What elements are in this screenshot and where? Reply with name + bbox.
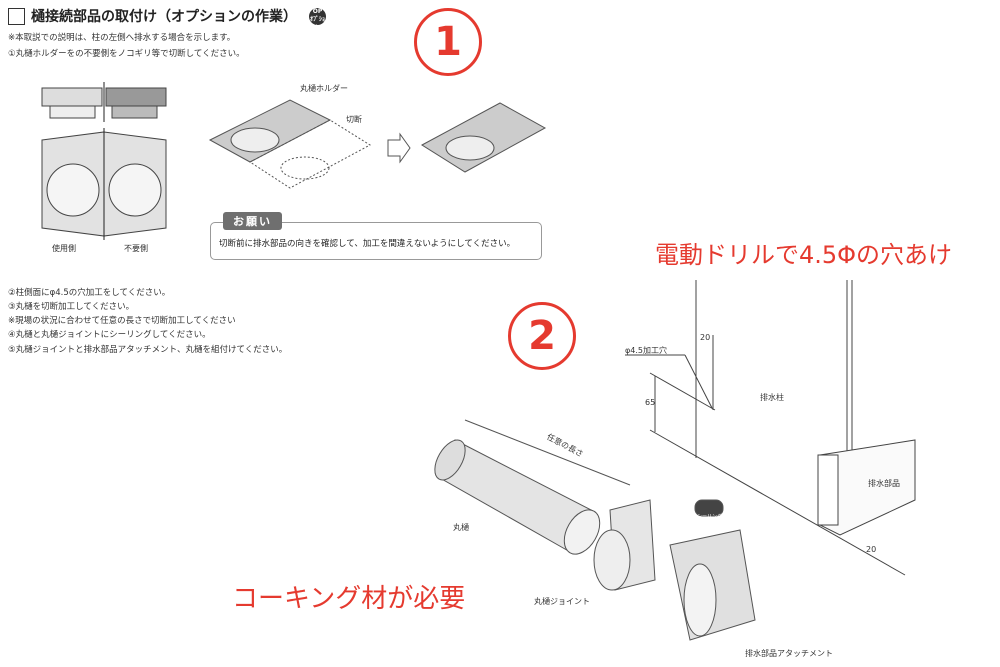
request-tag: お願い xyxy=(223,212,282,230)
title-text: 樋接続部品の取付け（オプションの作業） xyxy=(31,9,297,25)
dim-20-bottom: 20 xyxy=(866,545,877,554)
page-title: 樋接続部品の取付け（オプションの作業） xyxy=(8,6,297,26)
used-side-label: 使用側 xyxy=(52,244,76,253)
note-step4: ④丸樋と丸樋ジョイントにシーリングしてください。 xyxy=(8,330,211,340)
holder-isometric-cut xyxy=(208,99,547,189)
pipe-label: 丸樋 xyxy=(453,523,469,532)
holder-label: 丸樋ホルダー xyxy=(300,84,348,93)
note-step3: ③丸樋を切断加工してください。 xyxy=(8,302,135,312)
note-scope: ※本取説での説明は、柱の左側へ排水する場合を示します。 xyxy=(8,33,236,43)
sealing-label: シーリング xyxy=(697,514,723,520)
request-text: 切断前に排水部品の向きを確認して、加工を間違えないようにしてください。 xyxy=(219,239,516,249)
request-box: お願い 切断前に排水部品の向きを確認して、加工を間違えないようにしてください。 xyxy=(210,212,542,260)
note-step5: ⑤丸樋ジョイントと排水部品アタッチメント、丸樋を組付けてください。 xyxy=(8,345,288,355)
note-step3-sub: ※現場の状況に合わせて任意の長さで切断加工してください xyxy=(8,316,236,326)
step2-marker-text: 2 xyxy=(528,313,556,359)
caulk-annotation: コーキング材が必要 xyxy=(232,584,466,614)
pillar-label: 排水柱 xyxy=(760,393,784,402)
step1-marker-text: 1 xyxy=(434,19,462,65)
pillar-diagram xyxy=(625,280,916,576)
step1-marker: 1 xyxy=(414,8,482,76)
checkbox-icon xyxy=(8,7,25,25)
cut-label: 切断 xyxy=(346,115,362,124)
step2-marker: 2 xyxy=(508,302,576,370)
note-step2: ②柱側面にφ4.5の穴加工をしてください。 xyxy=(8,288,171,298)
attachment-label: 排水部品アタッチメント xyxy=(745,649,833,658)
pipe-parts xyxy=(434,419,756,641)
hole-label: φ4.5加工穴 xyxy=(625,346,667,355)
joint-label: 丸樋ジョイント xyxy=(534,597,590,606)
holder-top-view xyxy=(41,82,167,122)
unused-side-label: 不要側 xyxy=(124,244,148,253)
dim-20-top: 20 xyxy=(700,333,711,342)
note-step1: ①丸樋ホルダーをの不要側をノコギリ等で切断してください。 xyxy=(8,49,245,59)
drain-part-label: 排水部品 xyxy=(868,479,900,488)
holder-front-view xyxy=(41,128,167,240)
drill-annotation: 電動ドリルで4.5Φの穴あけ xyxy=(655,241,953,269)
dim-65: 65 xyxy=(645,398,656,407)
